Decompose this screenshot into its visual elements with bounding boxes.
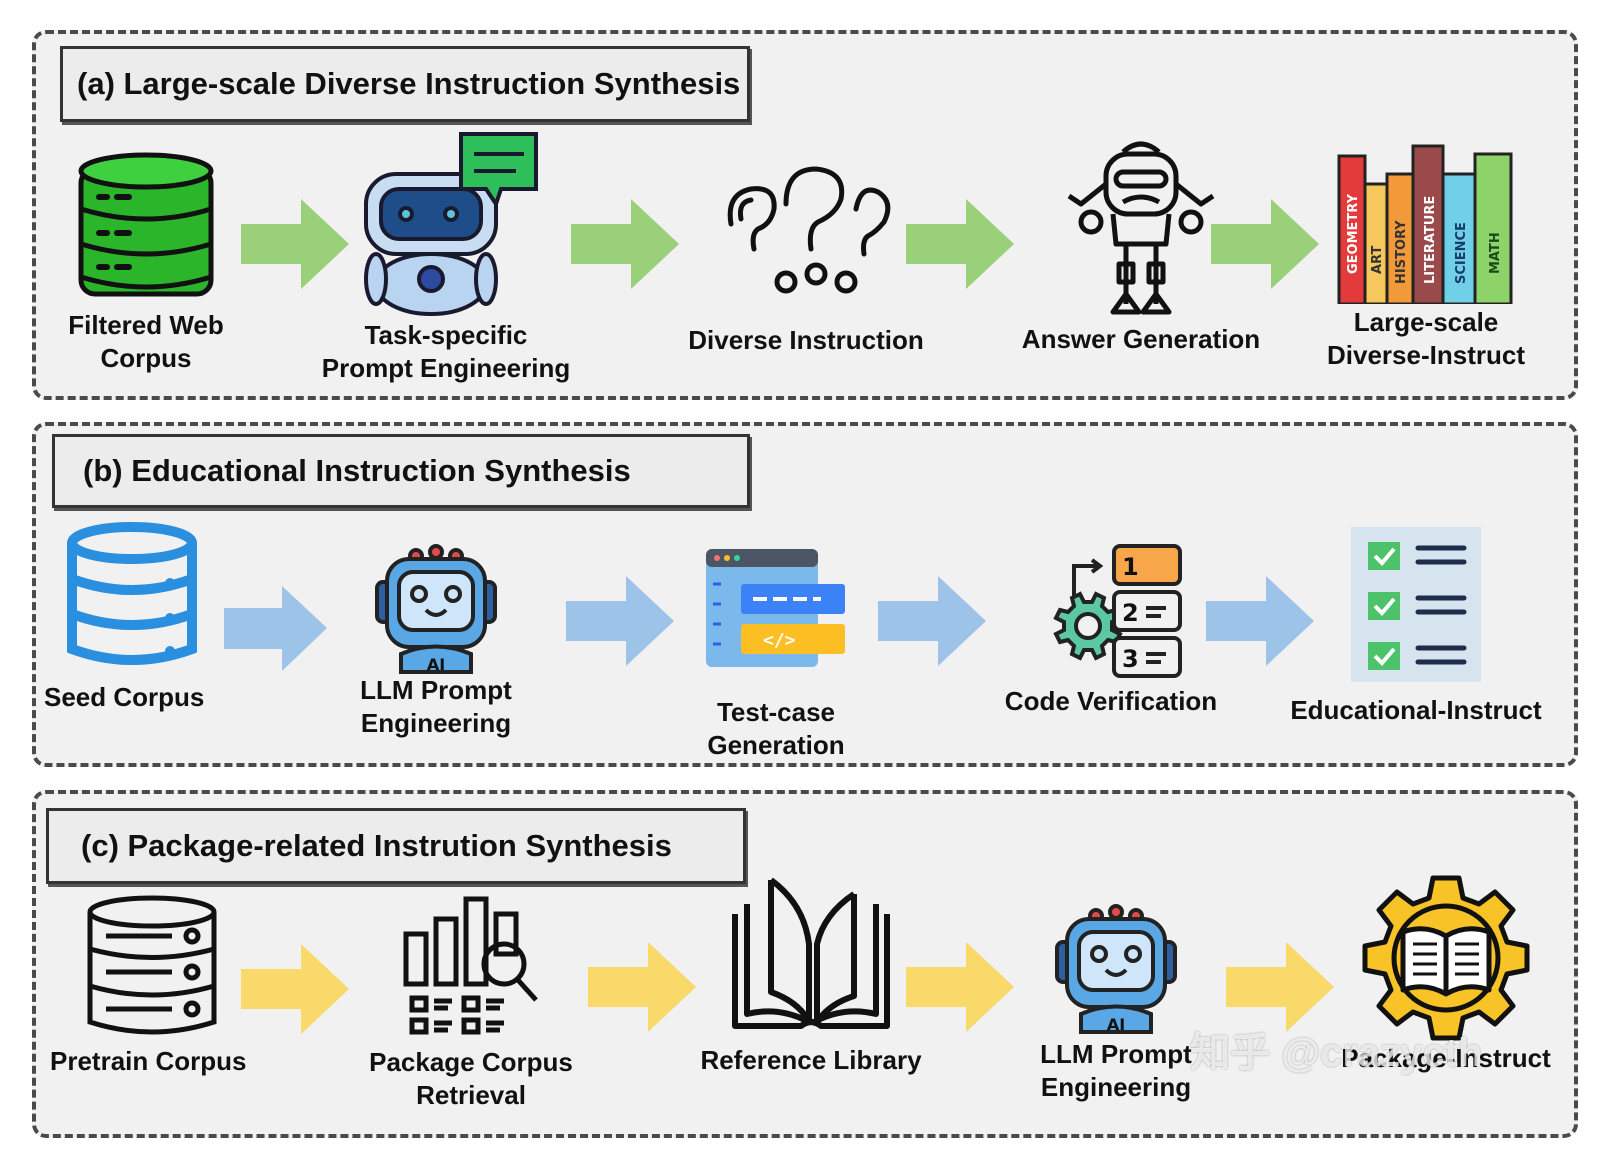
ai-badge: AI [1107, 1015, 1125, 1034]
robot-icon [1067, 141, 1215, 315]
step-number-3: 3 [1122, 645, 1139, 673]
node-label: LLM Prompt Engineering [1040, 1039, 1192, 1102]
watermark: 知乎 @crazycth [1190, 1031, 1483, 1075]
ai-robot-icon: AI [375, 544, 497, 674]
node-code-verification: 1 2 3 Code Verification [986, 538, 1236, 718]
book-spine-literature: LITERATURE [1423, 196, 1438, 284]
flow-arrow [241, 199, 349, 289]
ai-badge: AI [427, 655, 445, 674]
flow-arrow [1226, 942, 1334, 1032]
question-marks-icon [727, 166, 891, 294]
section-c-title: (c) Package-related Instrution Synthesis [46, 808, 746, 884]
node-label: Diverse Instruction [688, 325, 924, 355]
robot-chat-icon [364, 132, 538, 316]
node-test-case-generation: </> Test-case Generation [646, 544, 906, 762]
open-book-icon [731, 877, 890, 1029]
step-number-1: 1 [1122, 553, 1139, 581]
node-task-specific-prompt: Task-specific Prompt Engineering [306, 129, 586, 385]
flow-arrow [566, 576, 674, 666]
node-filtered-web-corpus: Filtered Web Corpus [46, 149, 246, 375]
chart-search-icon [403, 896, 538, 1035]
node-label: Test-case Generation [707, 697, 845, 760]
section-c: (c) Package-related Instrution Synthesis… [32, 790, 1578, 1138]
node-diverse-instruct: GEOMETRY ART HISTORY LITERATURE SCIENCE … [1306, 144, 1546, 372]
book-spine-science: SCIENCE [1454, 222, 1469, 284]
node-reference-library: Reference Library [686, 874, 936, 1077]
code-window-icon: </> [706, 549, 845, 667]
book-spine-history: HISTORY [1394, 220, 1409, 284]
node-label: Answer Generation [1021, 324, 1261, 354]
node-label: Large-scale Diverse-Instruct [1327, 307, 1525, 370]
node-label: Seed Corpus [44, 682, 205, 712]
flow-arrow [906, 942, 1014, 1032]
gear-book-icon [1362, 875, 1530, 1041]
section-a-title: (a) Large-scale Diverse Instruction Synt… [60, 46, 750, 122]
section-a: (a) Large-scale Diverse Instruction Synt… [32, 30, 1578, 400]
node-label: Educational-Instruct [1290, 695, 1542, 725]
node-pretrain-corpus: Pretrain Corpus [42, 894, 262, 1078]
node-package-corpus-retrieval: Package Corpus Retrieval [356, 894, 586, 1112]
node-label: LLM Prompt Engineering [360, 675, 512, 738]
node-label: Code Verification [1004, 686, 1218, 716]
node-diverse-instruction: Diverse Instruction [676, 164, 936, 357]
flow-arrow [571, 199, 679, 289]
node-seed-corpus: Seed Corpus [42, 521, 222, 714]
node-llm-prompt-b: AI LLM Prompt Engineering [326, 544, 546, 740]
flow-arrow [1206, 576, 1314, 666]
book-spine-geometry: GEOMETRY [1346, 193, 1361, 274]
node-label: Package-Instruct [1341, 1043, 1551, 1073]
section-b-title: (b) Educational Instruction Synthesis [52, 434, 750, 508]
ai-robot-icon: AI [1055, 904, 1177, 1034]
node-label: Pretrain Corpus [50, 1046, 247, 1076]
flow-arrow [241, 944, 349, 1034]
node-package-instruct: Package-Instruct [1326, 872, 1566, 1075]
gear-checklist-icon: 1 2 3 [1053, 544, 1182, 678]
flow-arrow [588, 942, 696, 1032]
node-answer-generation: Answer Generation [1011, 134, 1271, 356]
node-label: Reference Library [700, 1045, 922, 1075]
blue-database-icon [67, 522, 197, 665]
server-icon [87, 895, 217, 1035]
books-icon: GEOMETRY ART HISTORY LITERATURE SCIENCE … [1337, 144, 1513, 304]
checklist-icon [1351, 527, 1481, 682]
node-llm-prompt-c: AI LLM Prompt Engineering [1016, 904, 1216, 1104]
book-spine-art: ART [1370, 246, 1385, 274]
flow-arrow [1211, 199, 1319, 289]
node-label: Filtered Web Corpus [68, 310, 224, 373]
node-label: Task-specific Prompt Engineering [321, 320, 571, 383]
node-label: Package Corpus Retrieval [369, 1047, 573, 1110]
flow-arrow [878, 576, 986, 666]
green-database-icon [78, 152, 214, 297]
node-educational-instruct: Educational-Instruct [1276, 522, 1556, 727]
flow-arrow [224, 586, 327, 671]
flow-arrow [906, 199, 1014, 289]
step-number-2: 2 [1122, 599, 1139, 627]
book-spine-math: MATH [1488, 232, 1503, 274]
code-tag: </> [763, 630, 796, 651]
section-b: (b) Educational Instruction Synthesis Se… [32, 422, 1578, 767]
